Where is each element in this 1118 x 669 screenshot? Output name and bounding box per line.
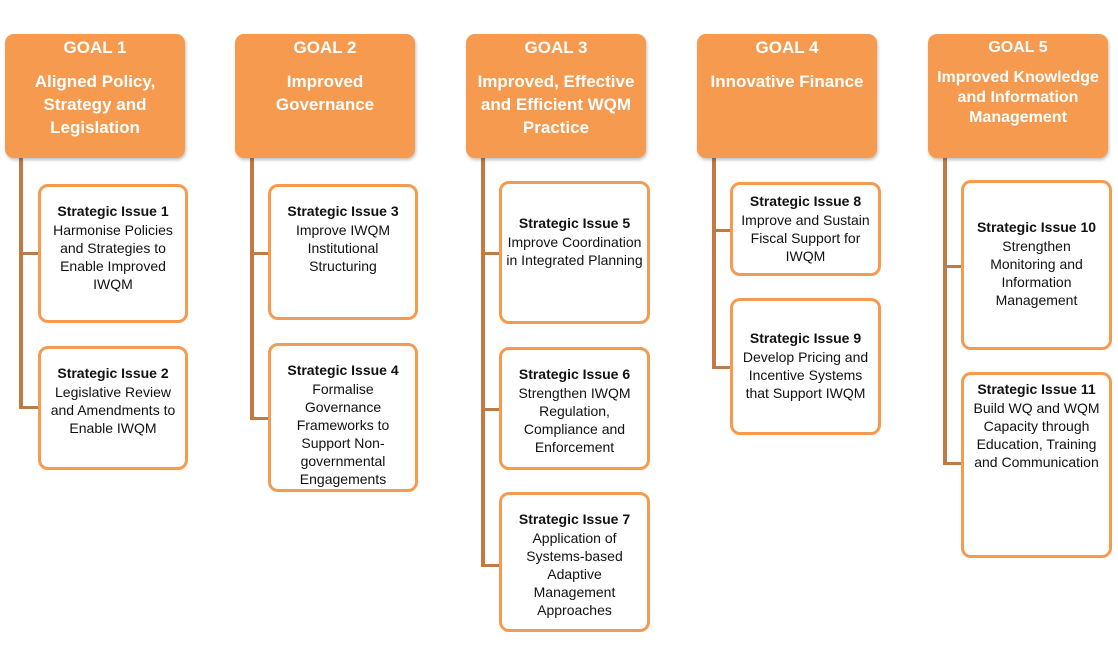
goal-2-connector-trunk — [250, 158, 254, 419]
goal-2-number: GOAL 2 — [293, 38, 357, 57]
goal-3-name: Improved, Effective and Efficient WQM Pr… — [477, 72, 635, 137]
goal-5-number: GOAL 5 — [988, 39, 1048, 56]
strategic-issue-1-box: Strategic Issue 1 Harmonise Policies and… — [38, 184, 188, 323]
strategic-issue-9-text: Develop Pricing and Incentive Systems th… — [742, 349, 869, 401]
strategic-issue-6-title: Strategic Issue 6 — [518, 366, 631, 382]
goal-3-connector-branch — [481, 408, 502, 411]
goal-2-box: GOAL 2 Improved Governance — [235, 34, 415, 158]
strategic-issue-8-box: Strategic Issue 8 Improve and Sustain Fi… — [730, 182, 881, 276]
strategic-issue-8-title: Strategic Issue 8 — [749, 193, 862, 209]
strategic-issue-3-text: Improve IWQM Institutional Structuring — [295, 222, 391, 274]
strategic-issue-5-title: Strategic Issue 5 — [518, 215, 631, 231]
strategic-issue-1-text: Harmonise Policies and Strategies to Ena… — [53, 222, 173, 292]
goal-4-connector-trunk — [712, 158, 716, 368]
strategic-issue-11-title: Strategic Issue 11 — [977, 381, 1096, 397]
goal-3-connector-branch — [481, 252, 502, 255]
strategic-issue-4-text: Formalise Governance Frameworks to Suppo… — [296, 381, 390, 487]
strategic-issue-2-box: Strategic Issue 2 Legislative Review and… — [38, 346, 188, 470]
goal-4-number: GOAL 4 — [755, 38, 819, 57]
strategic-issue-7-text: Application of Systems-based Adaptive Ma… — [526, 530, 623, 618]
goal-4-connector-branch — [712, 229, 733, 232]
goal-3-connector-branch — [481, 564, 502, 567]
goal-3-connector-trunk — [481, 158, 485, 566]
strategic-issue-8-text: Improve and Sustain Fiscal Support for I… — [741, 212, 870, 264]
strategic-issue-4-title: Strategic Issue 4 — [287, 362, 399, 378]
goal-1-number: GOAL 1 — [63, 38, 127, 57]
goal-4-box: GOAL 4 Innovative Finance — [697, 34, 877, 158]
strategic-issue-10-title: Strategic Issue 10 — [976, 219, 1097, 235]
strategic-issue-2-text: Legislative Review and Amendments to Ena… — [50, 384, 176, 436]
goal-1-connector-trunk — [19, 158, 23, 408]
strategic-issue-5-box: Strategic Issue 5 Improve Coordination i… — [499, 181, 650, 324]
strategic-issue-4-box: Strategic Issue 4 Formalise Governance F… — [268, 343, 418, 492]
goal-2-connector-branch — [250, 252, 271, 255]
goal-3-box: GOAL 3 Improved, Effective and Efficient… — [466, 34, 646, 158]
goal-4-connector-branch — [712, 366, 733, 369]
strategic-issue-10-box: Strategic Issue 10 Strengthen Monitoring… — [961, 180, 1112, 350]
strategic-issue-6-text: Strengthen IWQM Regulation, Compliance a… — [518, 385, 631, 455]
goal-2-connector-branch — [250, 417, 271, 420]
strategic-issue-11-box: Strategic Issue 11 Build WQ and WQM Capa… — [961, 372, 1112, 558]
strategic-issue-9-title: Strategic Issue 9 — [749, 330, 862, 346]
goal-1-name: Aligned Policy, Strategy and Legislation — [34, 72, 156, 137]
strategic-issue-9-box: Strategic Issue 9 Develop Pricing and In… — [730, 298, 881, 435]
strategic-issue-1-title: Strategic Issue 1 — [57, 203, 169, 219]
strategic-issue-10-text: Strengthen Monitoring and Information Ma… — [990, 238, 1083, 308]
strategic-issue-3-box: Strategic Issue 3 Improve IWQM Instituti… — [268, 184, 418, 320]
goal-4-name: Innovative Finance — [710, 72, 864, 91]
strategic-issue-6-box: Strategic Issue 6 Strengthen IWQM Regula… — [499, 347, 650, 470]
goal-1-connector-branch — [19, 252, 40, 255]
goal-5-connector-trunk — [943, 158, 947, 465]
strategic-issue-7-box: Strategic Issue 7 Application of Systems… — [499, 492, 650, 632]
goal-1-connector-branch — [19, 406, 40, 409]
goal-5-connector-branch — [943, 462, 964, 465]
goal-2-name: Improved Governance — [275, 72, 375, 114]
strategic-issue-5-text: Improve Coordination in Integrated Plann… — [506, 234, 643, 268]
goal-5-box: GOAL 5 Improved Knowledge and Informatio… — [928, 34, 1108, 158]
goal-5-connector-branch — [943, 265, 964, 268]
strategic-issue-7-title: Strategic Issue 7 — [518, 511, 631, 527]
strategic-issue-3-title: Strategic Issue 3 — [287, 203, 399, 219]
goal-5-name: Improved Knowledge and Information Manag… — [937, 69, 1099, 126]
strategic-issue-11-text: Build WQ and WQM Capacity through Educat… — [973, 400, 1100, 470]
goal-3-number: GOAL 3 — [524, 38, 588, 57]
goal-1-box: GOAL 1 Aligned Policy, Strategy and Legi… — [5, 34, 185, 158]
strategic-issue-2-title: Strategic Issue 2 — [57, 365, 169, 381]
